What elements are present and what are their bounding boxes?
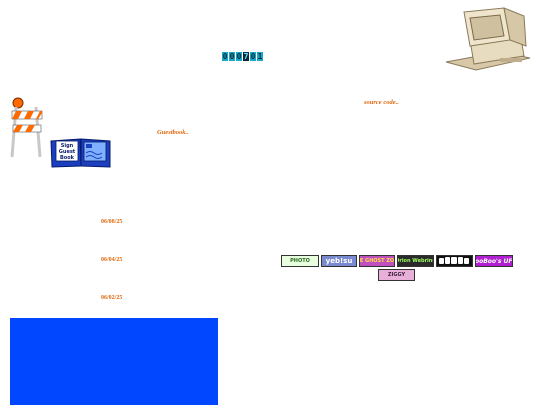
guestbook-link[interactable]: Guestbook.. — [157, 129, 189, 136]
post-date[interactable]: 06/04/25 — [101, 257, 123, 263]
guestbook-icon-text: Guest — [59, 149, 76, 155]
post-date[interactable]: 06/02/25 — [101, 295, 123, 301]
guestbook-book-icon[interactable]: Sign Guest Book — [50, 135, 112, 168]
webring-stamp[interactable]: BooBoo's UFO — [475, 255, 513, 267]
webring-stamp[interactable]: PHOTO — [281, 255, 319, 267]
webring-stamp[interactable]: yeb!su — [321, 255, 357, 267]
construction-barrier-icon — [10, 97, 44, 159]
counter-digit: 0 — [229, 52, 235, 61]
webring-stamp[interactable]: Orion Webring — [397, 255, 434, 267]
source-code-link[interactable]: source code.. — [364, 99, 399, 106]
webring-stamp[interactable]: ZIGGY — [378, 269, 415, 281]
webring-stamp[interactable]: THE GHOST ZONE — [359, 255, 395, 267]
counter-digit: 0 — [250, 52, 256, 61]
guestbook-icon-text: Book — [60, 155, 75, 161]
counter-digit: 0 — [236, 52, 242, 61]
webring-stamp[interactable] — [436, 255, 473, 267]
guestbook-icon-text: Sign — [61, 143, 74, 149]
post-date[interactable]: 06/08/25 — [101, 219, 123, 225]
blue-panel — [10, 318, 218, 405]
retro-computer-icon — [440, 6, 532, 76]
hit-counter: 0 0 0 7 0 1 — [222, 52, 263, 61]
counter-digit: 7 — [243, 52, 249, 61]
teeth-icon — [439, 257, 469, 264]
counter-digit: 0 — [222, 52, 228, 61]
counter-digit: 1 — [257, 52, 263, 61]
